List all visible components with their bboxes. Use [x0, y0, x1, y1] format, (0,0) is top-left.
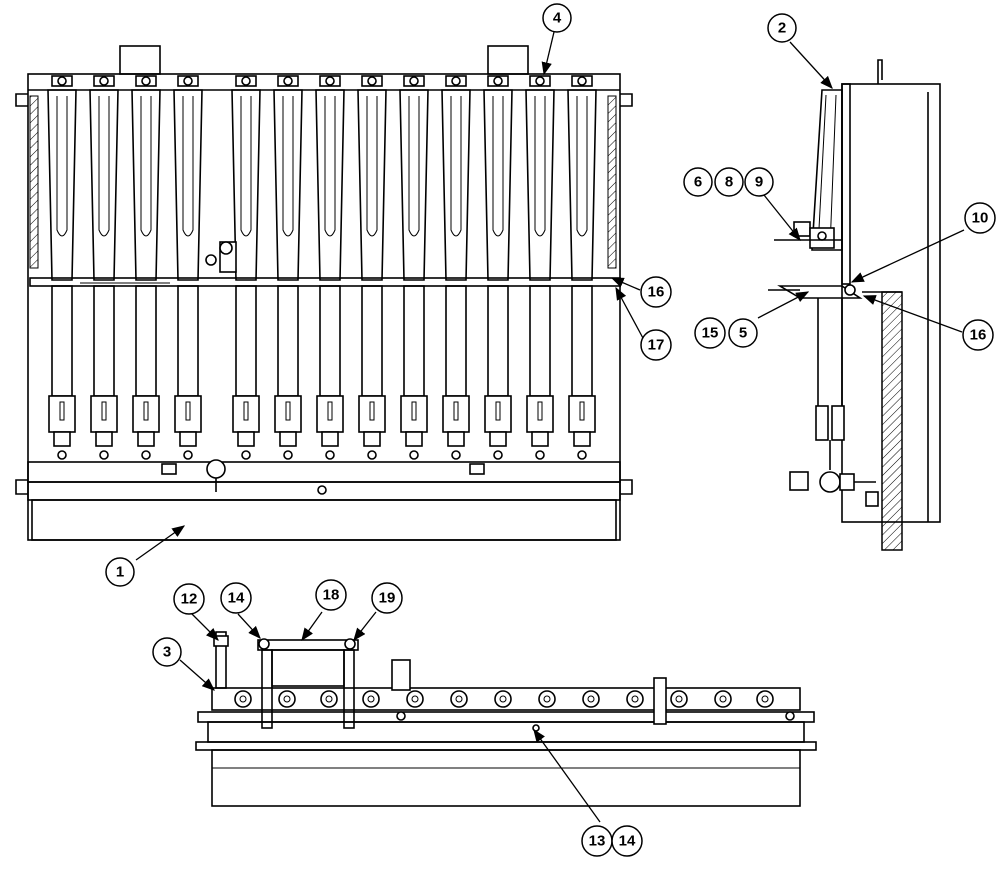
burner-tube [483, 75, 513, 460]
burner-tube [357, 75, 387, 460]
svg-text:4: 4 [553, 10, 562, 27]
callout-8: 8 [714, 167, 744, 197]
callout-5: 5 [728, 318, 758, 348]
burner-tube [131, 75, 161, 460]
callout-18: 18 [315, 579, 347, 611]
burner-tube [231, 75, 261, 460]
svg-text:8: 8 [725, 174, 733, 191]
burner-tube [47, 75, 77, 460]
burner-tube [525, 75, 555, 460]
burner-jet [714, 690, 732, 708]
burner-jet [538, 690, 556, 708]
burner-jet [362, 690, 380, 708]
callout-9: 9 [744, 167, 774, 197]
svg-text:1: 1 [116, 564, 124, 581]
callout-3: 3 [152, 637, 182, 667]
burner-tube [315, 75, 345, 460]
svg-text:18: 18 [323, 587, 340, 604]
side-view [768, 59, 941, 551]
callout-4: 4 [542, 3, 572, 33]
callout-16-front: 16 [640, 276, 672, 308]
burner-jet [320, 690, 338, 708]
burner-jet [234, 690, 252, 708]
burner-jet [756, 690, 774, 708]
callout-2: 2 [767, 13, 797, 43]
svg-text:19: 19 [379, 590, 396, 607]
burner-jet [406, 690, 424, 708]
callout-12: 12 [173, 583, 205, 615]
callout-15: 15 [694, 317, 726, 349]
callout-6: 6 [683, 167, 713, 197]
burner-jet [626, 690, 644, 708]
svg-text:5: 5 [739, 325, 747, 342]
svg-text:10: 10 [972, 210, 989, 227]
burner-tube [441, 75, 471, 460]
burner-jet [670, 690, 688, 708]
burner-jet [582, 690, 600, 708]
svg-text:2: 2 [778, 20, 786, 37]
svg-text:14: 14 [228, 590, 245, 607]
callout-14-bottom: 14 [611, 825, 643, 857]
burner-tube [89, 75, 119, 460]
svg-text:12: 12 [181, 591, 198, 608]
svg-text:15: 15 [702, 325, 719, 342]
burner-tube [173, 75, 203, 460]
burner-tube [273, 75, 303, 460]
callout-16-side: 16 [962, 319, 994, 351]
callout-14-top-view: 14 [220, 582, 252, 614]
callout-13: 13 [581, 825, 613, 857]
svg-text:17: 17 [648, 337, 665, 354]
callout-10: 10 [964, 202, 996, 234]
svg-text:9: 9 [755, 174, 763, 191]
svg-text:3: 3 [163, 644, 171, 661]
burner-jet [450, 690, 468, 708]
callout-19: 19 [371, 582, 403, 614]
burner-jet [278, 690, 296, 708]
svg-text:16: 16 [970, 327, 987, 344]
svg-text:6: 6 [694, 174, 702, 191]
leader-lines [135, 31, 965, 823]
svg-text:14: 14 [619, 833, 636, 850]
callout-17: 17 [640, 329, 672, 361]
burner-tube [399, 75, 429, 460]
burner-tube [567, 75, 597, 460]
burner-jet [494, 690, 512, 708]
top-view [195, 631, 817, 807]
svg-text:13: 13 [589, 833, 606, 850]
callout-1: 1 [105, 557, 135, 587]
front-view [15, 45, 633, 541]
svg-text:16: 16 [648, 284, 665, 301]
